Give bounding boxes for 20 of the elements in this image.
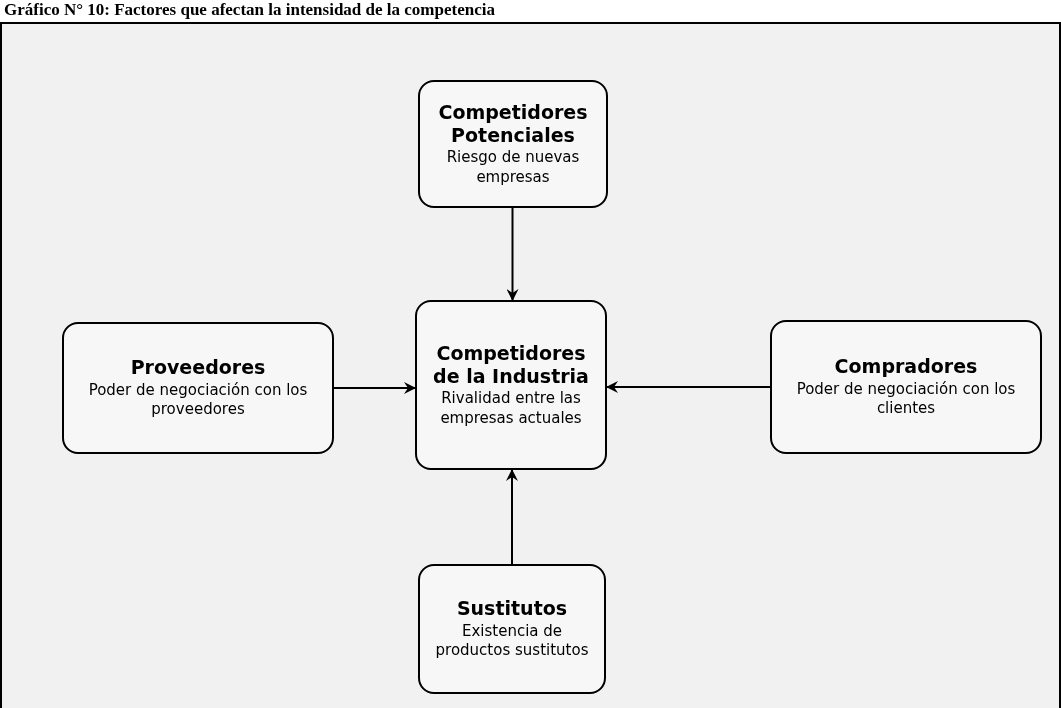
factor-box — [418, 80, 608, 208]
box-heading: Proveedores — [130, 356, 266, 379]
diagram-title: Gráfico N° 10: Factores que afectan la intensidad de la competencia — [4, 0, 495, 20]
box-heading: Competidores de la Industria — [432, 341, 590, 388]
box-heading: Compradores — [834, 355, 978, 378]
arrow — [606, 381, 771, 393]
box-description: Poder de negociación con los proveedores — [87, 380, 309, 420]
arrow — [506, 207, 519, 301]
box-heading: Sustitutos — [456, 597, 568, 620]
box-description: Rivalidad entre las empresas actuales — [439, 389, 583, 429]
factor-box — [770, 320, 1042, 454]
box-description: Poder de negociación con los clientes — [795, 379, 1017, 419]
box-description: Existencia de productos sustitutos — [434, 621, 590, 661]
factor-box — [62, 322, 334, 454]
factor-box — [415, 300, 607, 470]
box-heading: Competidores Potenciales — [437, 100, 589, 147]
arrow — [333, 382, 416, 394]
factor-box — [418, 564, 606, 694]
box-description: Riesgo de nuevas empresas — [445, 148, 581, 188]
arrow — [506, 469, 518, 565]
